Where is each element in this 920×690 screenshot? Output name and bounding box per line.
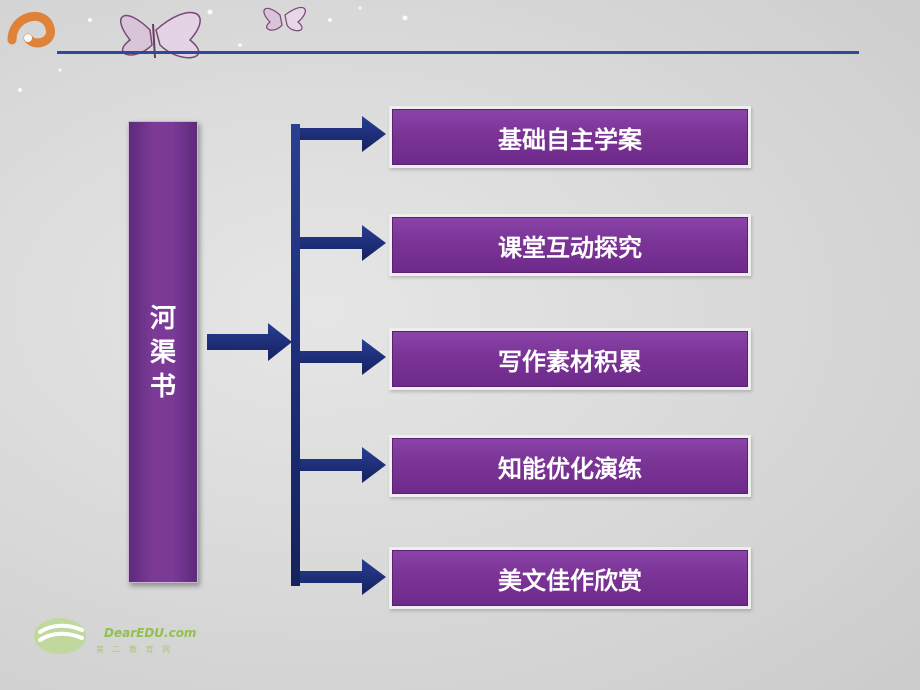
branch-arrow <box>300 339 386 375</box>
branch-arrow <box>300 116 386 152</box>
logo-subtitle: 第 二 教 育 网 <box>96 645 174 654</box>
menu-item-writing-materials[interactable]: 写作素材积累 <box>389 328 751 390</box>
logo-icon <box>34 618 86 654</box>
menu-item-basics[interactable]: 基础自主学案 <box>389 106 751 168</box>
menu-item-label[interactable]: 写作素材积累 <box>392 331 748 387</box>
root-char-2: 渠 <box>149 338 176 368</box>
menu-item-label[interactable]: 课堂互动探究 <box>392 217 748 273</box>
root-char-1: 河 <box>149 304 176 334</box>
dearedu-logo: DearEDU.com 第 二 教 育 网 <box>30 610 200 660</box>
butterfly-decoration <box>7 6 408 92</box>
menu-item-practice[interactable]: 知能优化演练 <box>389 435 751 497</box>
root-node: 河 渠 书 <box>128 121 198 583</box>
root-label: 河 渠 书 <box>129 302 197 404</box>
root-char-3: 书 <box>149 372 176 402</box>
menu-item-essay-appreciation[interactable]: 美文佳作欣赏 <box>389 547 751 609</box>
branch-arrow <box>300 447 386 483</box>
branch-arrow <box>300 225 386 261</box>
menu-item-class-interaction[interactable]: 课堂互动探究 <box>389 214 751 276</box>
branch-arrow <box>300 559 386 595</box>
menu-item-label[interactable]: 美文佳作欣赏 <box>392 550 748 606</box>
bracket-line <box>291 124 300 586</box>
header-rule <box>57 51 859 54</box>
root-arrow <box>207 323 292 361</box>
logo-brand: DearEDU.com <box>104 626 197 640</box>
menu-item-label[interactable]: 知能优化演练 <box>392 438 748 494</box>
menu-item-label[interactable]: 基础自主学案 <box>392 109 748 165</box>
